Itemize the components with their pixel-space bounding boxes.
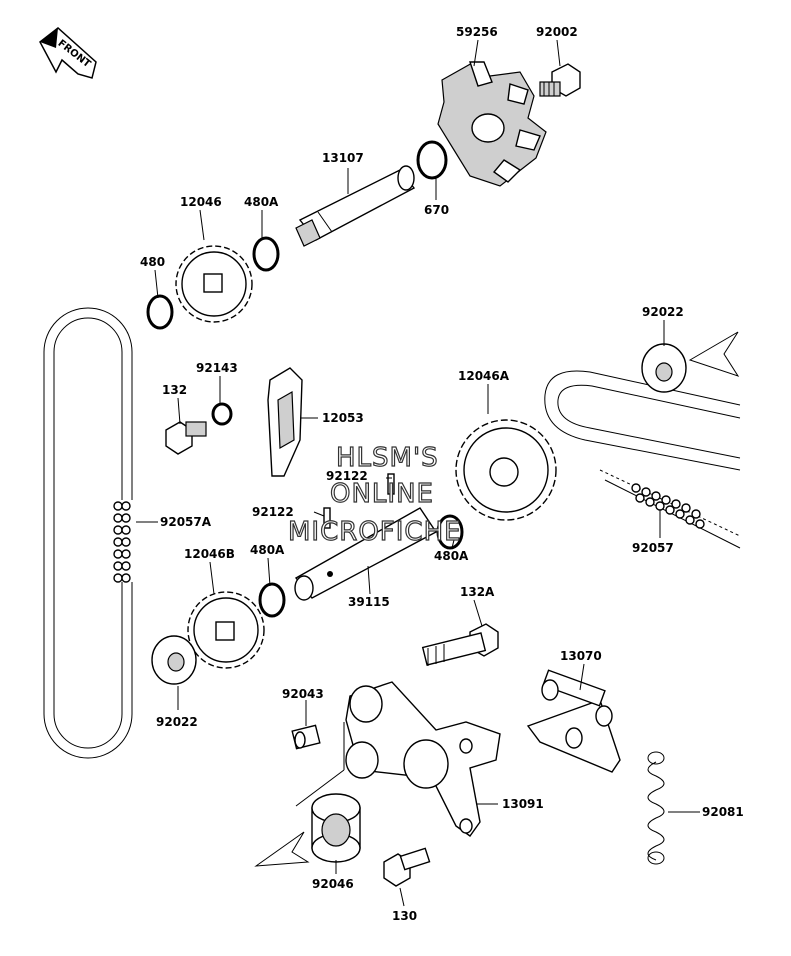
bearing-92046	[311, 793, 361, 863]
label-12053: 12053	[322, 411, 364, 425]
pin-92122-b	[323, 507, 331, 529]
leader-lines	[136, 39, 700, 907]
o-ring-670	[416, 140, 448, 180]
bolt-130	[383, 847, 431, 887]
label-480A-low: 480A	[250, 543, 285, 557]
pin-92043	[291, 724, 321, 750]
sprocket-12046	[175, 245, 253, 323]
bolt-92002	[539, 63, 581, 97]
watermark-line-3: MICROFICHE	[288, 517, 462, 547]
chain-links-right	[631, 483, 705, 529]
pin-92122-a	[387, 473, 395, 495]
label-92057A: 92057A	[160, 515, 212, 529]
left-chain	[43, 307, 134, 759]
sprocket-12046B	[187, 591, 265, 669]
circlip-480	[146, 294, 174, 330]
label-92122-b: 92122	[252, 505, 294, 519]
label-39115: 39115	[348, 595, 390, 609]
sprocket-holder-59256	[437, 61, 547, 187]
guide-12053	[267, 367, 303, 477]
front-arrow-icon: FRONT	[39, 27, 97, 79]
label-132: 132	[162, 383, 187, 397]
bracket-13091	[345, 681, 501, 837]
bolt-132	[165, 421, 207, 455]
label-670: 670	[424, 203, 449, 217]
label-13070: 13070	[560, 649, 602, 663]
label-92143: 92143	[196, 361, 238, 375]
label-13107: 13107	[322, 151, 364, 165]
label-12046A: 12046A	[458, 369, 510, 383]
part-labels: 59256 92002 13107 670 12046 480A 480 920…	[140, 25, 744, 923]
direction-arrow-icon	[688, 331, 740, 377]
label-92057: 92057	[632, 541, 674, 555]
shaft-39115	[294, 507, 438, 601]
washer-92022-right	[641, 343, 687, 393]
label-59256: 59256	[456, 25, 498, 39]
circlip-480A-top	[252, 236, 280, 272]
label-13091: 13091	[502, 797, 544, 811]
tensioner-arm-13070	[526, 669, 621, 773]
label-92081: 92081	[702, 805, 744, 819]
label-480A-top: 480A	[244, 195, 279, 209]
watermark-line-2: ONLINE	[330, 479, 434, 509]
label-130: 130	[392, 909, 417, 923]
spring-92081	[647, 751, 665, 865]
label-92002: 92002	[536, 25, 578, 39]
circlip-480A-low	[258, 582, 286, 618]
label-480A-mid: 480A	[434, 549, 469, 563]
label-92122-a: 92122	[326, 469, 368, 483]
label-92022-right: 92022	[642, 305, 684, 319]
right-chain	[544, 370, 741, 549]
watermark: HLSM'S ONLINE MICROFICHE	[287, 442, 462, 547]
direction-arrow-lower-icon	[254, 831, 310, 867]
washer-92143	[211, 402, 233, 426]
shaft-13107	[295, 165, 416, 247]
sprocket-12046A	[455, 419, 557, 521]
washer-92022-left	[151, 635, 197, 685]
chain-links-left	[113, 501, 131, 583]
circlip-480A-mid	[436, 514, 464, 550]
label-132A: 132A	[460, 585, 495, 599]
label-92046: 92046	[312, 877, 354, 891]
label-480: 480	[140, 255, 165, 269]
label-12046B: 12046B	[184, 547, 235, 561]
bolt-132A	[421, 623, 499, 666]
label-92022-left: 92022	[156, 715, 198, 729]
label-12046: 12046	[180, 195, 222, 209]
watermark-line-1: HLSM'S	[336, 443, 439, 473]
label-92043: 92043	[282, 687, 324, 701]
